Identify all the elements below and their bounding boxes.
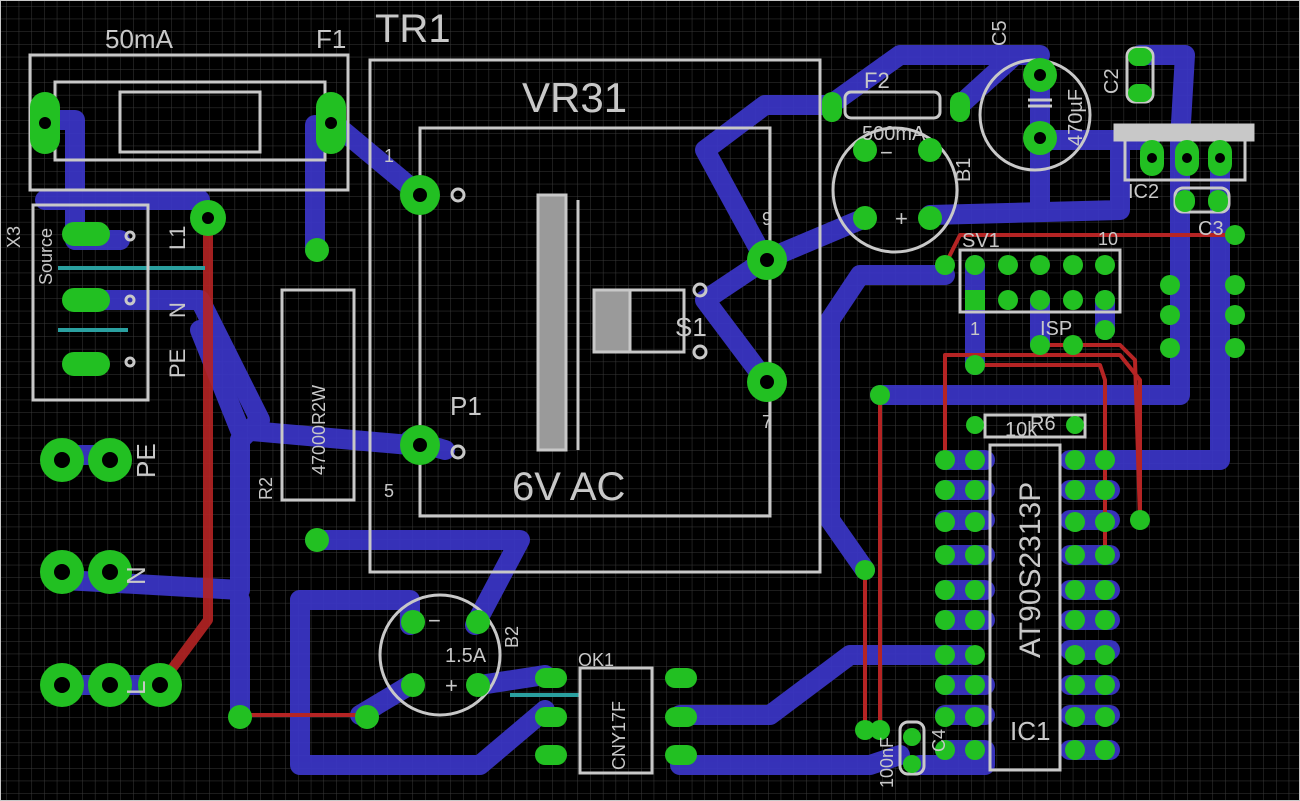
b2-plus-label: + — [445, 673, 458, 698]
c4-value-label: 100nF — [877, 737, 897, 788]
secondary-label: S1 — [675, 312, 707, 342]
fuse-rating-label: 50mA — [105, 24, 174, 54]
pe-label: PE — [165, 349, 190, 378]
x3-name-label: X3 — [4, 226, 24, 248]
tr-pin5-label: 5 — [384, 481, 394, 501]
silkscreen-marks — [124, 98, 1052, 460]
r2-name-label: R2 — [256, 477, 276, 500]
ic2-name-label: IC2 — [1128, 181, 1159, 203]
c3-name-label: C3 — [1198, 218, 1224, 240]
transformer-output-label: 6V AC — [512, 465, 625, 509]
mcu-name-label: AT90S2313P — [1014, 482, 1047, 658]
r2-value-label: 47000R2W — [309, 385, 329, 475]
r6-name-label: R6 — [1030, 413, 1056, 435]
b2-rating-label: 1.5A — [445, 645, 487, 667]
ok1-type-label: CNY17F — [609, 701, 629, 770]
c5-value-label: 470µF — [1065, 89, 1087, 146]
fuse2-rating-label: 500mA — [862, 123, 926, 145]
primary-label: P1 — [450, 391, 482, 421]
b2-name-label: B2 — [502, 626, 522, 648]
b1-plus-label: + — [895, 206, 908, 231]
tr-pin9-label: 9 — [762, 209, 772, 229]
pad-holes — [39, 69, 1225, 693]
l-terminal-label: L — [121, 681, 151, 695]
airwires — [58, 266, 580, 697]
l1-label: L1 — [165, 226, 190, 250]
silkscreen-text: 50mA F1 TR1 VR31 6V AC 1 5 9 7 P1 S1 F2 … — [4, 7, 1224, 788]
pe-terminal-label: PE — [131, 443, 161, 478]
sv1-name-label: SV1 — [962, 230, 1000, 252]
n-terminal-label: N — [121, 566, 151, 585]
isp-label: ISP — [1040, 318, 1072, 340]
c2-name-label: C2 — [1101, 68, 1123, 94]
n-label: N — [165, 302, 190, 318]
sv1-pin1-label: 1 — [970, 319, 980, 339]
r6-value-label: 10k — [1005, 419, 1038, 441]
tr-pin7-label: 7 — [762, 412, 772, 432]
tr-pin1-label: 1 — [384, 146, 394, 166]
transformer-type-label: VR31 — [522, 74, 627, 121]
ok1-name-label: OK1 — [578, 650, 614, 670]
c4-name-label: C4 — [929, 729, 949, 752]
top-layer-thin-traces — [240, 233, 1235, 730]
fuse-name-label: F1 — [316, 24, 346, 54]
fuse2-name-label: F2 — [864, 68, 890, 93]
b1-minus-label: − — [880, 140, 893, 165]
x3-source-label: Source — [36, 228, 56, 285]
transformer-name-label: TR1 — [375, 7, 451, 51]
sv1-pin10-label: 10 — [1098, 229, 1118, 249]
b2-minus-label: − — [428, 608, 441, 633]
ic1-name-label: IC1 — [1010, 716, 1050, 746]
top-layer-traces — [155, 210, 213, 690]
b1-name-label: B1 — [953, 158, 975, 182]
c5-name-label: C5 — [989, 20, 1011, 46]
